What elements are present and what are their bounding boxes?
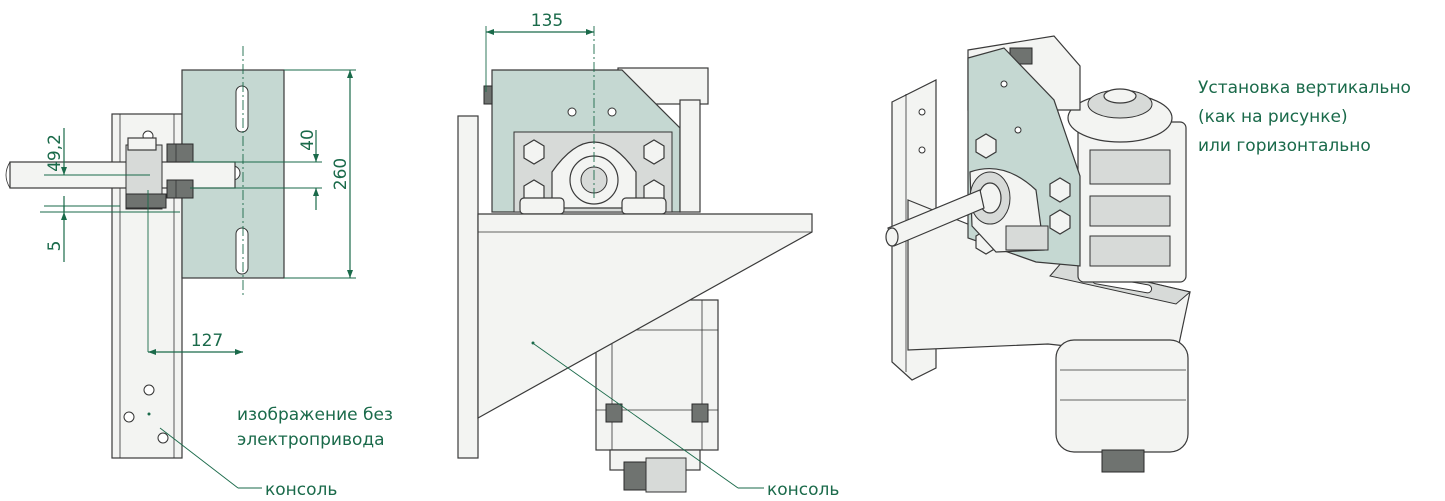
- install-note-line3: или горизонтально: [1198, 136, 1371, 156]
- motor-body-right: [1055, 339, 1189, 453]
- install-note-line1: Установка вертикально: [1198, 78, 1411, 98]
- wall-plate-middle: [457, 115, 479, 459]
- label-without-drive-line2: электропривода: [237, 430, 385, 450]
- dimension-260: 260: [331, 158, 351, 190]
- left-view: 49,2 5 40 260 127 изображение без электр…: [5, 46, 393, 500]
- label-without-drive-line1: изображение без: [237, 405, 393, 425]
- middle-view: 135 консоль: [457, 11, 839, 500]
- install-note-line2: (как на рисунке): [1198, 107, 1348, 127]
- dimension-5: 5: [45, 241, 65, 252]
- label-console-left: консоль: [265, 480, 337, 500]
- right-view: Установка вертикально (как на рисунке) и…: [885, 35, 1411, 473]
- dimension-135: 135: [531, 11, 563, 31]
- dimension-127: 127: [191, 331, 223, 351]
- dimension-49-2: 49,2: [45, 134, 65, 172]
- dimension-40: 40: [298, 129, 318, 151]
- label-console-middle: консоль: [767, 480, 839, 500]
